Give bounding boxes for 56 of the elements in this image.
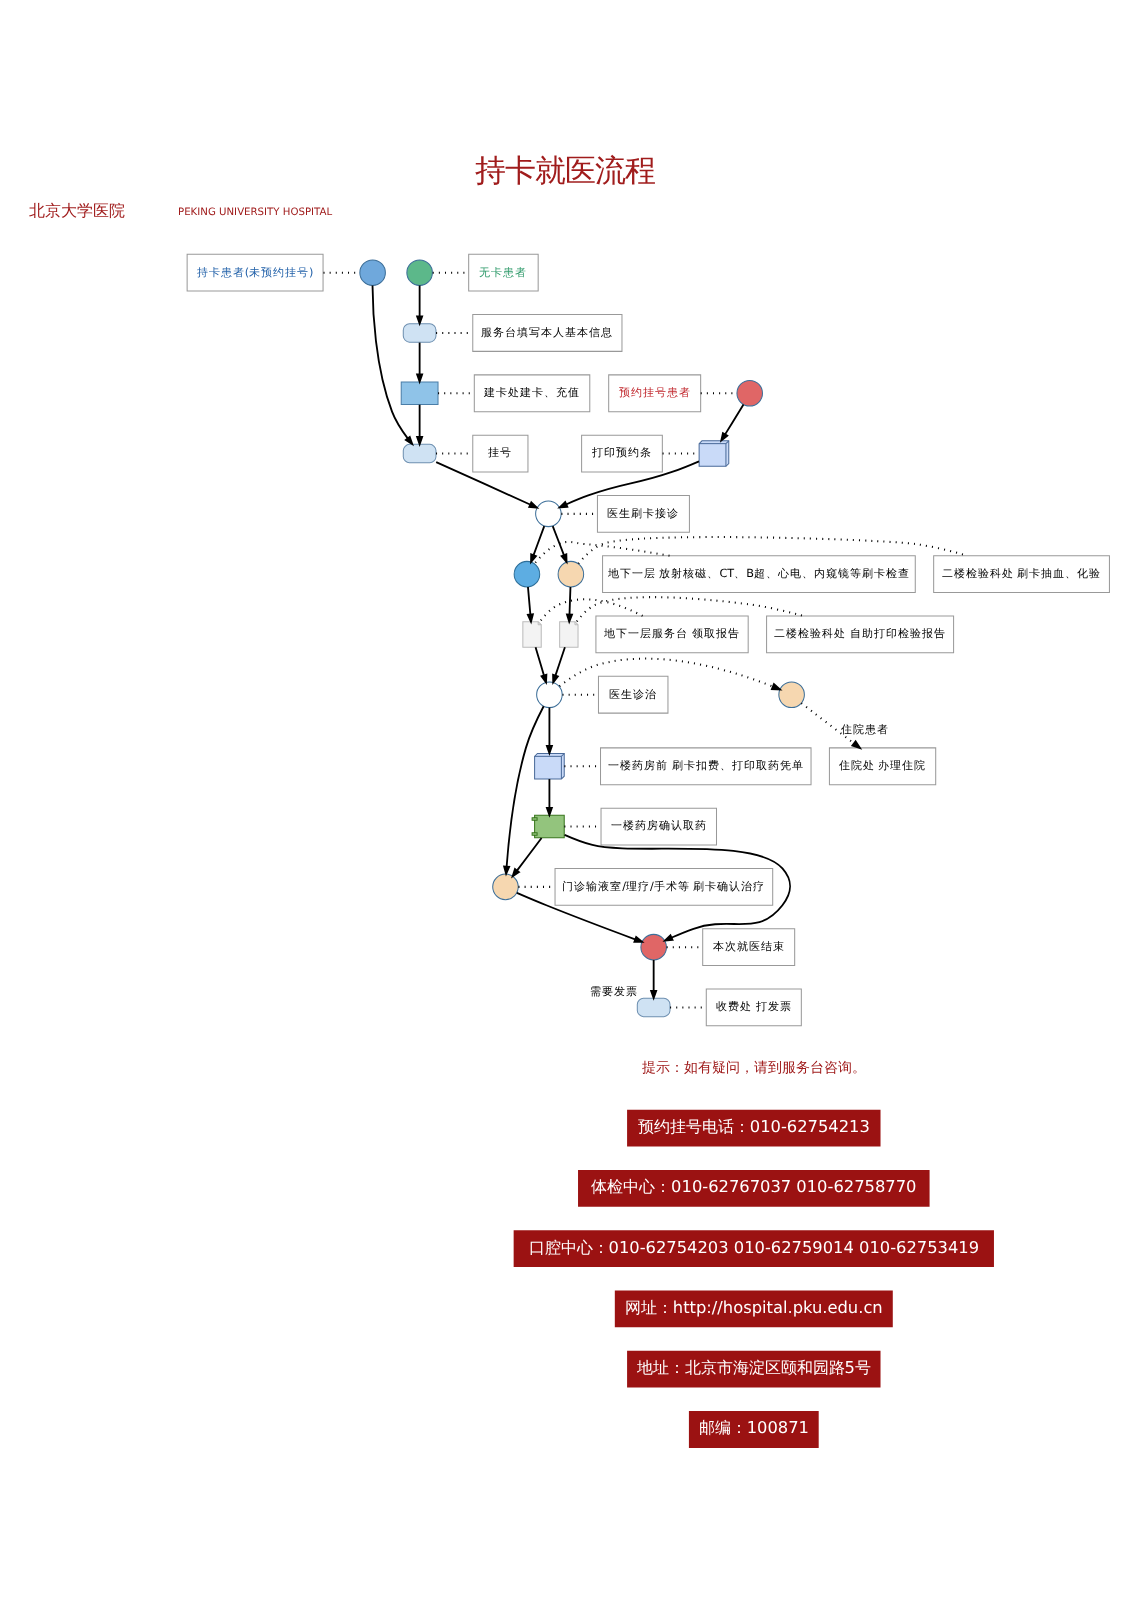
node-desk xyxy=(402,323,437,343)
label: 预约挂号电话：010-62754213 xyxy=(637,1115,870,1136)
connector xyxy=(562,693,599,696)
arrow xyxy=(800,702,863,750)
arrow xyxy=(719,403,745,443)
connector xyxy=(700,392,737,395)
label: 邮编：100871 xyxy=(698,1417,809,1438)
node-machine xyxy=(513,560,541,588)
node-person xyxy=(557,560,585,588)
node-person xyxy=(359,259,386,286)
label: 北京大学医院 xyxy=(29,200,126,221)
arrow xyxy=(502,705,545,877)
connector xyxy=(670,1006,707,1009)
arrow xyxy=(552,646,566,685)
label: 体检中心：010-62767037 010-62758770 xyxy=(591,1176,917,1197)
arrow xyxy=(563,833,792,942)
node-desk xyxy=(636,997,671,1018)
arrow xyxy=(371,284,414,447)
connector xyxy=(666,946,703,949)
connector xyxy=(561,512,598,515)
arrow xyxy=(415,403,424,447)
label: 网址：http://hospital.pku.edu.cn xyxy=(624,1296,883,1317)
arrow xyxy=(415,341,424,385)
arrow xyxy=(565,586,574,625)
arrow xyxy=(551,525,568,565)
node-person xyxy=(492,873,519,901)
node-person xyxy=(640,933,667,961)
label: 口腔中心：010-62754203 010-62759014 010-62753419 xyxy=(528,1236,980,1257)
connector xyxy=(577,536,968,565)
arrow xyxy=(515,891,645,943)
connector xyxy=(539,598,644,623)
node-box xyxy=(400,381,439,405)
arrow xyxy=(511,837,543,879)
node-person xyxy=(736,380,763,407)
connector xyxy=(432,271,469,274)
arrow xyxy=(557,460,700,509)
arrow xyxy=(649,959,658,1001)
arrow xyxy=(558,657,783,691)
connector xyxy=(518,885,555,888)
arrow xyxy=(415,284,424,327)
arrow xyxy=(534,646,548,685)
node-person xyxy=(406,259,433,286)
arrow xyxy=(545,706,554,756)
node-person xyxy=(536,681,563,708)
arrow xyxy=(526,586,535,625)
node-person xyxy=(535,500,562,528)
diagram-title: 持卡就医流程 xyxy=(475,152,655,189)
connector xyxy=(533,540,670,565)
connector xyxy=(323,271,360,274)
connector xyxy=(436,452,473,455)
node-desk xyxy=(402,443,437,464)
label: 地址：北京市海淀区颐和园路5号 xyxy=(636,1357,872,1378)
node-person xyxy=(778,681,805,708)
arrow xyxy=(530,525,546,565)
arrow xyxy=(435,461,540,509)
arrow xyxy=(545,778,554,818)
